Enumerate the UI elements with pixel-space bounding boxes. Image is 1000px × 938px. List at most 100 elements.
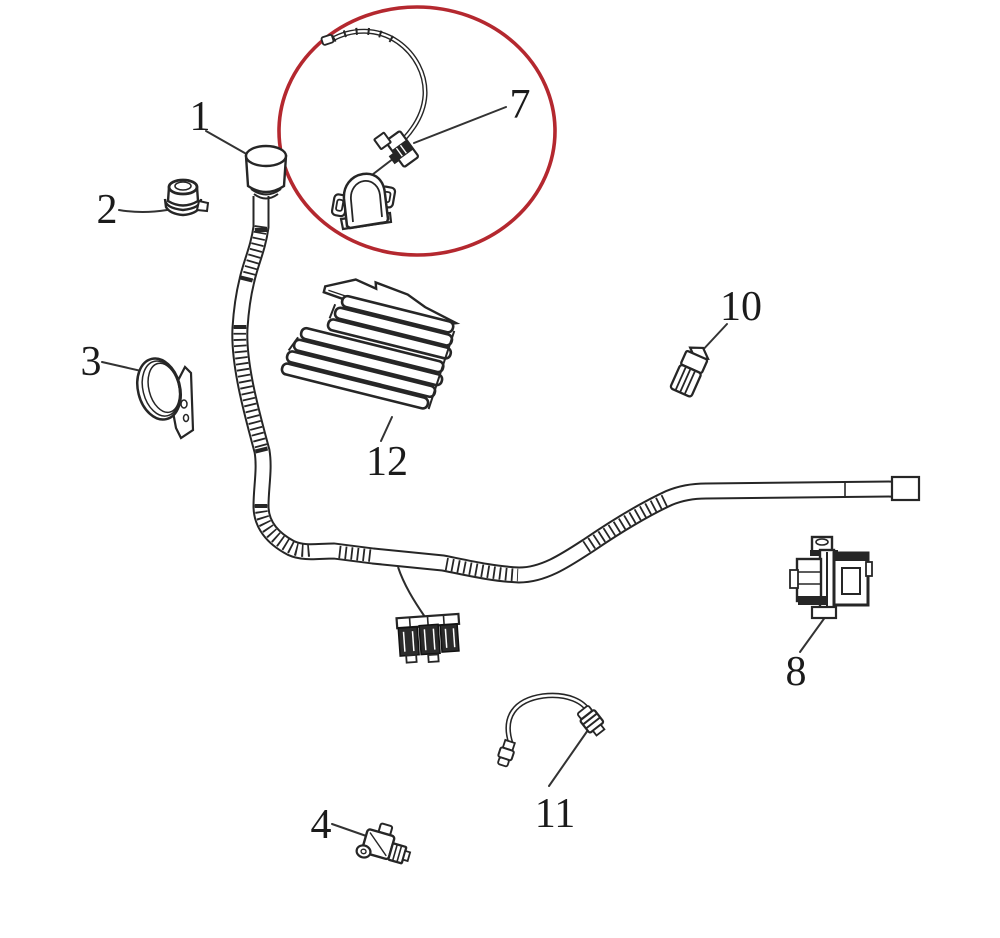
connector-end bbox=[591, 723, 606, 737]
slit bbox=[444, 628, 448, 648]
relay-side-bump bbox=[865, 561, 873, 577]
relay-bottom-tab bbox=[810, 605, 838, 620]
fin bbox=[280, 362, 430, 410]
part-7-label: 7 bbox=[510, 82, 531, 128]
connector-top-tick bbox=[408, 617, 412, 628]
part-11-jumper-wire bbox=[497, 692, 606, 768]
connector-slits bbox=[402, 628, 456, 652]
hex-facet bbox=[391, 844, 399, 862]
part-1-label: 1 bbox=[190, 94, 211, 140]
jumper-left-terminal bbox=[497, 738, 516, 768]
leader-line-part-10 bbox=[699, 323, 728, 354]
cap-collar bbox=[250, 188, 282, 196]
rib-section-f bbox=[582, 493, 671, 553]
plug-rib bbox=[675, 367, 687, 390]
socket-top-inner bbox=[174, 181, 192, 191]
plug-rib bbox=[684, 371, 696, 394]
module-left-edge bbox=[287, 336, 299, 351]
pigtail-connector bbox=[373, 130, 419, 168]
bracket-hole bbox=[182, 413, 190, 423]
pigtail-terminal-tip bbox=[320, 33, 335, 46]
connector-top-tick bbox=[442, 614, 445, 625]
relay-top-hole bbox=[815, 538, 829, 546]
part-11-label: 11 bbox=[535, 791, 575, 837]
relay-left-tab bbox=[789, 569, 799, 589]
main-harness-tube bbox=[231, 196, 921, 584]
pigtail-connector-latch bbox=[388, 152, 400, 165]
connector-cavity bbox=[439, 623, 460, 653]
pigtail-wire-ticks bbox=[331, 27, 399, 45]
band-slit bbox=[399, 144, 407, 154]
switch-tip bbox=[401, 849, 412, 863]
harness-corrugated-ribs bbox=[233, 225, 671, 582]
leader-line-part-1 bbox=[205, 130, 251, 157]
harness-joint-bands bbox=[233, 228, 269, 508]
relay-box-window bbox=[841, 567, 861, 595]
part-10-label: 10 bbox=[720, 284, 762, 330]
module-lower-fins bbox=[280, 326, 445, 410]
harness-open-end bbox=[890, 475, 921, 502]
harness-branch-wire bbox=[397, 566, 426, 618]
harness-multipin-connector bbox=[395, 612, 461, 664]
part-12-label: 12 bbox=[366, 439, 408, 485]
switch-boss bbox=[355, 844, 372, 859]
connector-bottom-tab bbox=[427, 653, 440, 664]
part-8-relay bbox=[789, 535, 873, 620]
joint-band bbox=[239, 275, 254, 283]
relay-left-block bbox=[795, 557, 823, 603]
leader-line-part-11 bbox=[548, 729, 589, 787]
socket-tab bbox=[195, 199, 210, 213]
connector-ridge bbox=[585, 716, 601, 730]
connector-bottom-tab bbox=[405, 653, 418, 664]
part-1-cap bbox=[244, 144, 288, 200]
band-slit bbox=[395, 147, 403, 157]
pigtail-wire-outline bbox=[329, 28, 428, 146]
part-3-disc-bracket bbox=[136, 357, 195, 440]
joint-band bbox=[254, 446, 269, 454]
part-2-label: 2 bbox=[97, 187, 118, 233]
connector-cavity bbox=[418, 623, 441, 656]
leader-line-part-7 bbox=[413, 106, 507, 144]
slit bbox=[402, 631, 406, 652]
slit bbox=[423, 629, 427, 651]
terminal-seg bbox=[497, 756, 510, 768]
module-left-edge bbox=[328, 303, 337, 319]
switch-boss-inner bbox=[360, 848, 367, 855]
connector-ridge bbox=[582, 712, 598, 726]
slit bbox=[452, 628, 456, 648]
jumper-right-connector bbox=[577, 705, 606, 737]
part-10-connector-plug bbox=[669, 346, 710, 398]
hex-facet bbox=[396, 845, 403, 863]
module-right-edge bbox=[427, 330, 456, 410]
cap-collar-2 bbox=[253, 193, 279, 200]
ear-slot bbox=[335, 198, 345, 212]
pigtail-connector-tab bbox=[373, 131, 392, 150]
plug-rib bbox=[679, 369, 692, 393]
bracket-hole bbox=[180, 399, 188, 409]
connector-cavity bbox=[397, 625, 420, 657]
slit bbox=[432, 628, 436, 650]
highlight-ellipse bbox=[277, 5, 557, 257]
part-2-socket bbox=[163, 178, 210, 217]
fin bbox=[326, 318, 453, 360]
part-8-label: 8 bbox=[786, 649, 807, 695]
jumper-wire-core bbox=[506, 694, 591, 745]
part-4-switch bbox=[355, 822, 412, 865]
sensor-body bbox=[330, 172, 397, 231]
cap-top bbox=[244, 144, 288, 168]
fin bbox=[340, 294, 455, 334]
relay-box-dark-top bbox=[834, 553, 868, 561]
part-12-finned-module bbox=[280, 278, 461, 410]
rib-section-mid bbox=[233, 326, 269, 452]
leader-line-part-12 bbox=[380, 416, 393, 442]
leader-line-part-2 bbox=[118, 209, 168, 213]
disc-inner-rim bbox=[147, 362, 181, 414]
rib-section-e bbox=[444, 557, 519, 582]
sensor-arch-inner bbox=[350, 180, 383, 223]
module-upper-fins bbox=[326, 294, 455, 360]
pigtail-wire-core bbox=[330, 30, 427, 145]
switch-body-line bbox=[369, 832, 387, 857]
relay-bottom-dark bbox=[798, 596, 828, 605]
